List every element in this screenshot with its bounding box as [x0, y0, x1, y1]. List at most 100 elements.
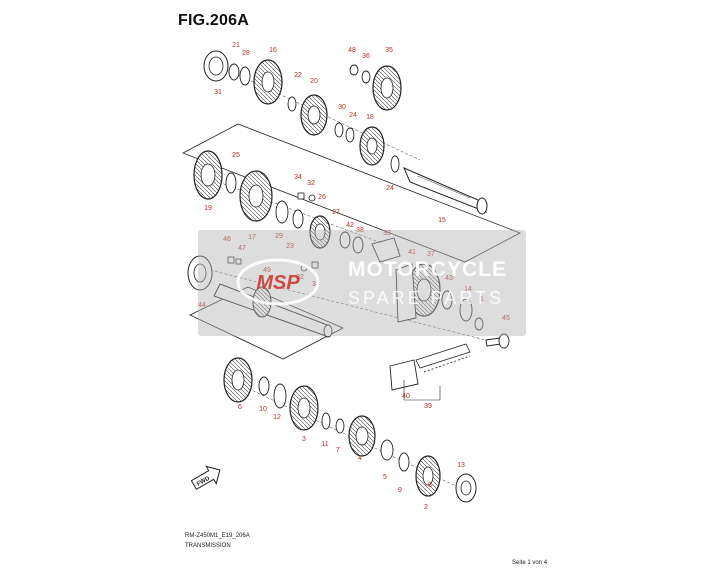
callout-10: 10: [259, 406, 267, 413]
circlip-48: [349, 64, 359, 76]
washer-21: [228, 63, 240, 81]
callout-20: 20: [310, 78, 318, 85]
callout-34: 34: [294, 174, 302, 181]
callout-44: 44: [198, 302, 206, 309]
callout-42: 42: [346, 222, 354, 229]
gear-3: [289, 385, 319, 431]
figure-title: FIG.206A: [178, 12, 249, 29]
washer-28: [239, 66, 251, 86]
washer-25: [225, 172, 237, 194]
watermark-subtitle: SPARE PARTS: [348, 288, 505, 308]
figure-caption: TRANSMISSION: [185, 543, 231, 549]
gear-35: [372, 65, 402, 111]
bolt-46: [227, 256, 235, 264]
callout-15: 15: [438, 217, 446, 224]
circlip-38: [352, 236, 364, 254]
callout-8: 8: [428, 482, 432, 489]
callout-32: 32: [307, 180, 315, 187]
callout-26: 26: [318, 194, 326, 201]
callout-24: 24: [386, 185, 394, 192]
circlip-12: [273, 383, 287, 409]
callout-12: 12: [273, 414, 281, 421]
washer-9: [398, 452, 410, 472]
retainer-33: [371, 237, 401, 263]
callout-6: 6: [238, 404, 242, 411]
circlip-11: [321, 412, 331, 430]
gear-20: [300, 94, 328, 136]
callout-31: 31: [214, 89, 222, 96]
callout-48: 48: [348, 47, 356, 54]
callout-30: 30: [338, 104, 346, 111]
callout-35: 35: [385, 47, 393, 54]
callout-29: 29: [275, 233, 283, 240]
callout-13: 13: [457, 462, 465, 469]
callout-47: 47: [238, 245, 246, 252]
page-indicator: Seite 1 von 4: [512, 560, 548, 566]
callout-3: 3: [302, 436, 306, 443]
callout-21: 21: [232, 42, 240, 49]
watermark-brand: MOTORCYCLE: [348, 258, 507, 281]
circlip-24: [345, 127, 355, 143]
msp-logo-icon: MSP: [236, 258, 320, 306]
washer-36: [361, 70, 371, 84]
callout-34: 34: [312, 281, 320, 288]
bearing-31: [203, 50, 229, 82]
callout-33: 33: [383, 230, 391, 237]
screw-47: [235, 258, 242, 265]
watermark-logo-text: MSP: [256, 272, 300, 294]
callout-43: 43: [445, 275, 453, 282]
callout-22: 22: [294, 72, 302, 79]
driveshaft-1: [213, 283, 333, 338]
callout-45: 45: [502, 315, 510, 322]
callout-37: 37: [427, 251, 435, 258]
bracket-39-40: [403, 380, 441, 401]
callout-17: 17: [248, 234, 256, 241]
callout-41: 41: [408, 249, 416, 256]
gear-4: [348, 415, 376, 457]
bolt-34: [297, 192, 305, 200]
chain-39: [415, 343, 471, 373]
callout-36: 36: [362, 53, 370, 60]
gear-17: [239, 170, 273, 222]
fwd-arrow-icon: FWD: [190, 465, 221, 491]
washer-30: [334, 122, 344, 138]
callout-1: 1: [480, 296, 484, 303]
bolt-45: [485, 333, 510, 349]
callout-49: 49: [263, 267, 271, 274]
callout-9: 9: [398, 487, 402, 494]
callout-2: 2: [424, 504, 428, 511]
gear-18: [359, 126, 385, 166]
bearing-13: [455, 473, 477, 503]
callout-7: 7: [336, 447, 340, 454]
callout-16: 16: [269, 47, 277, 54]
callout-46: 46: [223, 236, 231, 243]
callout-28: 28: [242, 50, 250, 57]
callout-18: 18: [366, 114, 374, 121]
callout-32: 32: [296, 274, 304, 281]
washer-32: [308, 194, 316, 202]
callout-27: 27: [332, 209, 340, 216]
callout-5: 5: [383, 474, 387, 481]
callout-38: 38: [356, 227, 364, 234]
callout-25: 25: [232, 152, 240, 159]
washer-7: [335, 418, 345, 434]
bushing-26: [292, 209, 304, 229]
washer-22: [287, 96, 297, 112]
callout-11: 11: [321, 441, 328, 448]
gear-27: [309, 215, 331, 249]
callout-24: 24: [349, 112, 357, 119]
callout-19: 19: [204, 205, 212, 212]
cover-41: [395, 263, 417, 323]
bushing-5: [380, 439, 394, 461]
washer-42: [339, 231, 351, 249]
plate-40: [389, 359, 419, 391]
bolt-34b: [311, 261, 319, 269]
gear-8: [415, 455, 441, 497]
callout-4: 4: [358, 455, 362, 462]
bearing-14: [187, 255, 213, 291]
washer-29: [275, 200, 289, 224]
callout-40: 40: [402, 393, 410, 400]
